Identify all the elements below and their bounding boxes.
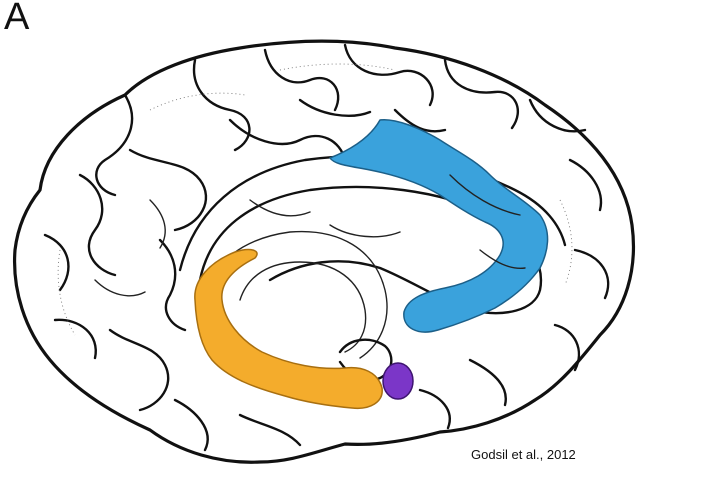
thalamus-arch xyxy=(239,261,367,353)
gyri-pattern xyxy=(43,43,610,452)
blue-region-fold-2 xyxy=(479,249,526,269)
region-blue-cingulate xyxy=(329,119,549,333)
citation-text: Godsil et al., 2012 xyxy=(471,447,576,462)
stipple-shading xyxy=(57,63,573,336)
blue-region-fold xyxy=(449,174,521,216)
region-orange-hippocampus xyxy=(194,248,383,410)
hemisphere-outline xyxy=(12,39,636,464)
corpus-callosum-outline xyxy=(198,185,543,315)
region-purple-amygdala xyxy=(382,362,414,400)
panel-label: A xyxy=(4,0,30,38)
